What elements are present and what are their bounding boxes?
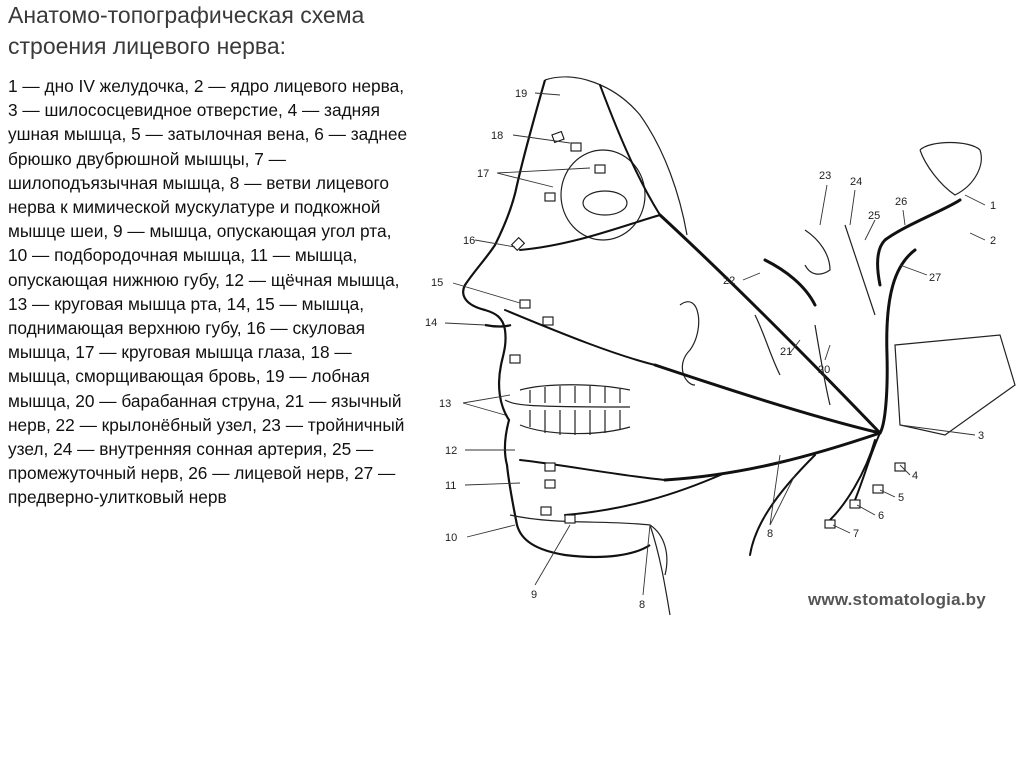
watermark: www.stomatologia.by: [808, 590, 986, 609]
label-15: 15: [431, 277, 443, 289]
nerve-branch-mandibular: [519, 459, 666, 481]
neck-outline: [649, 524, 671, 616]
nerve-branch-cervical: [749, 454, 816, 556]
fourth-ventricle-outline: [919, 141, 982, 196]
forehead-muscle-outline: [544, 76, 688, 236]
label-2: 2: [990, 235, 996, 247]
muscle-marker-19: [551, 130, 565, 144]
legend-text: 1 — дно IV желудочка, 2 — ядро лицевого …: [8, 76, 408, 508]
label-17: 17: [477, 168, 489, 180]
ear-outline: [679, 301, 700, 386]
nerve-branch-posterior: [854, 432, 881, 501]
label-7: 7: [853, 528, 859, 540]
nerve-branch-temporal: [599, 84, 661, 216]
page-title: Анатомо-топографическая схема строения л…: [8, 2, 365, 59]
chorda-tympani: [814, 324, 831, 406]
nerve-branch-marginal: [564, 472, 726, 516]
muscle-marker-15: [519, 299, 531, 309]
label-5: 5: [898, 492, 904, 504]
trigeminal-ganglion-outline: [804, 229, 831, 275]
muscle-marker-7: [824, 519, 836, 529]
nerve-branch-zygomatic: [519, 214, 661, 251]
label-11: 11: [445, 480, 456, 492]
nerve-branch-upper: [658, 213, 882, 435]
muscle-marker-9: [564, 514, 576, 524]
upper-teeth: [519, 384, 631, 403]
muscle-marker-13: [509, 354, 521, 364]
nerve-branch-buccal: [504, 309, 656, 366]
label-19: 19: [515, 88, 527, 100]
facial-nerve-diagram: 19 18 17 16 15 14 13 12 11 10 9 8 8 1 2 …: [425, 76, 1016, 616]
muscle-marker-17a: [594, 164, 606, 174]
label-16: 16: [463, 235, 475, 247]
mouth-line: [504, 399, 631, 408]
label-10: 10: [445, 532, 457, 544]
label-1: 1: [990, 200, 996, 212]
label-8b: 8: [767, 528, 773, 540]
muscle-marker-5: [872, 484, 884, 494]
label-8a: 8: [639, 599, 645, 611]
label-20: 20: [818, 364, 830, 376]
label-27: 27: [929, 272, 941, 284]
label-12: 12: [445, 445, 457, 457]
label-6: 6: [878, 510, 884, 522]
face-profile: [462, 79, 651, 559]
label-9: 9: [531, 589, 537, 601]
label-26: 26: [895, 196, 907, 208]
muscle-marker-12: [544, 462, 556, 472]
nerve-branch-lower: [663, 431, 882, 482]
label-3: 3: [978, 430, 984, 442]
muscle-marker-10: [540, 506, 552, 516]
muscle-marker-6: [849, 499, 861, 509]
facial-nerve-trunk: [878, 248, 917, 435]
lingual-nerve: [754, 314, 781, 376]
muscle-marker-16: [510, 236, 526, 252]
label-13: 13: [439, 398, 451, 410]
label-25: 25: [868, 210, 880, 222]
label-18: 18: [491, 130, 503, 142]
intracranial-facial-nerve: [876, 198, 962, 287]
jaw-outline: [509, 514, 668, 576]
orbicularis-oculi-outline: [560, 149, 646, 241]
label-22: 22: [723, 275, 735, 287]
nostril: [484, 323, 512, 328]
label-14: 14: [425, 317, 437, 329]
muscle-marker-14: [542, 316, 554, 326]
muscle-marker-17b: [544, 192, 556, 202]
temporal-bone-outline: [894, 334, 1016, 436]
label-4: 4: [912, 470, 918, 482]
label-21: 21: [780, 346, 792, 358]
label-24: 24: [850, 176, 862, 188]
nerve-branch-main: [653, 363, 882, 435]
nerve-branch-digastric: [829, 439, 876, 521]
muscle-marker-18: [570, 142, 582, 152]
muscle-marker-4: [894, 462, 906, 472]
internal-carotid-outline: [844, 224, 876, 316]
muscle-marker-11: [544, 479, 556, 489]
lower-teeth: [519, 410, 631, 435]
label-23: 23: [819, 170, 831, 182]
eye-outline: [582, 190, 628, 216]
pterygopalatine-ganglion: [763, 258, 817, 307]
